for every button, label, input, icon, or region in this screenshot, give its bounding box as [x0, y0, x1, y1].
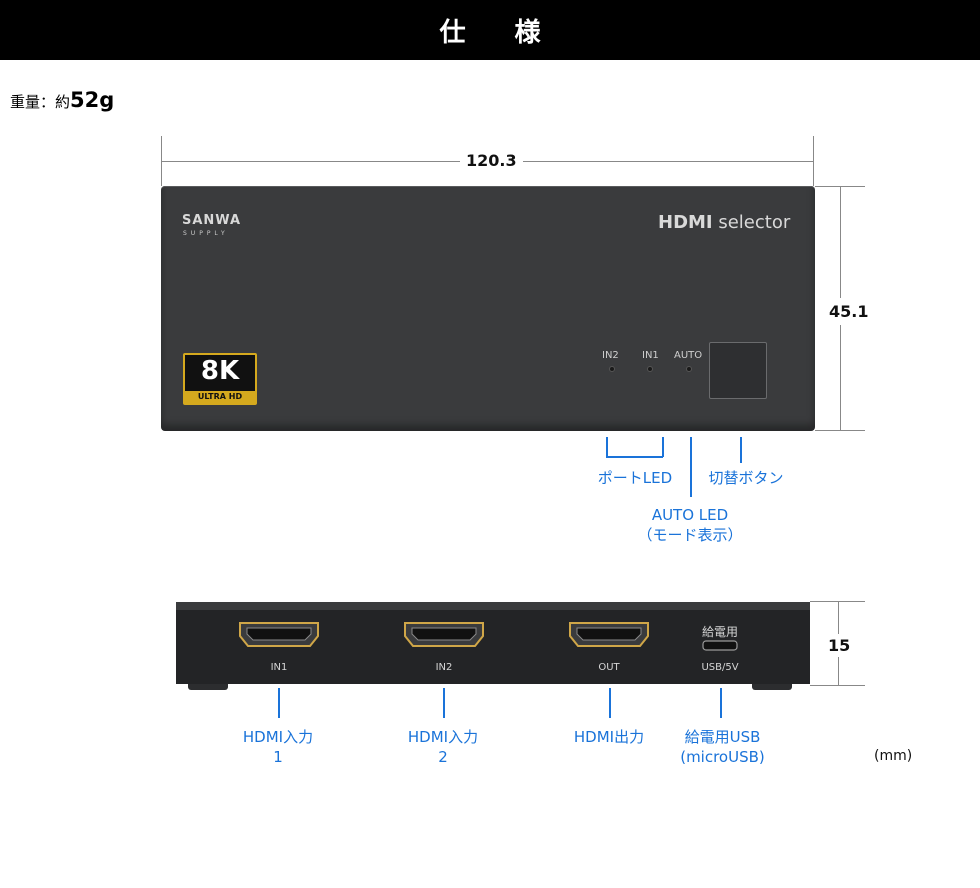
- led-auto: [686, 366, 692, 372]
- 8k-badge: 8K ULTRA HD: [183, 353, 257, 405]
- led-in2: [609, 366, 615, 372]
- rear-label-out: OUT: [598, 662, 620, 673]
- hdmi-port-in2: [404, 622, 484, 647]
- header-bar: 仕 様: [0, 0, 980, 60]
- weight-spec: 重量：約 52g: [10, 88, 114, 112]
- callout-usb-power-line2: (microUSB): [680, 748, 765, 766]
- callout-hdmi-in1-line1: HDMI入力: [242, 728, 314, 746]
- weight-label: 重量：約: [10, 93, 71, 111]
- rubber-foot-right: [752, 684, 792, 690]
- led-in1: [647, 366, 653, 372]
- switch-button-leader: [740, 437, 742, 463]
- height-value: 45.1: [827, 298, 871, 325]
- port-led-bracket-bottom: [606, 456, 663, 458]
- callout-usb-power: 給電用USB (microUSB): [660, 727, 785, 767]
- micro-usb-port: [702, 640, 738, 651]
- brand-logo: SANWA: [182, 213, 242, 228]
- rear-label-usb: USB/5V: [701, 662, 739, 673]
- out-leader: [609, 688, 611, 718]
- led-label-auto: AUTO: [674, 350, 703, 361]
- port-led-bracket-left: [606, 437, 608, 457]
- hdmi-port-out: [569, 622, 649, 647]
- led-label-in2: IN2: [602, 350, 619, 361]
- product-name-bold: HDMI: [658, 212, 713, 233]
- 8k-badge-sub: ULTRA HD: [185, 391, 255, 403]
- 8k-badge-main: 8K: [200, 356, 240, 386]
- rubber-foot-left: [188, 684, 228, 690]
- product-name: HDMI selector: [658, 212, 790, 233]
- width-ext-right: [813, 136, 814, 186]
- page-title: 仕 様: [439, 17, 561, 48]
- in1-leader: [278, 688, 280, 718]
- usb-leader: [720, 688, 722, 718]
- callout-hdmi-in1-line2: 1: [273, 748, 283, 766]
- rear-label-in1: IN1: [270, 662, 288, 673]
- depth-value: 15: [826, 634, 853, 657]
- rear-label-power: 給電用: [701, 625, 738, 639]
- hdmi-port-in1: [239, 622, 319, 647]
- callout-usb-power-line1: 給電用USB: [684, 728, 761, 746]
- callout-hdmi-in2: HDMI入力 2: [393, 727, 493, 767]
- callout-port-led: ポートLED: [597, 469, 673, 487]
- callout-hdmi-in2-line2: 2: [438, 748, 448, 766]
- callout-auto-led-line1: AUTO LED: [651, 506, 729, 524]
- led-label-in1: IN1: [642, 350, 659, 361]
- brand-logo-sub: SUPPLY: [183, 230, 229, 237]
- switch-button: [709, 342, 767, 399]
- callout-auto-led-line2: （モード表示）: [637, 526, 743, 544]
- callout-hdmi-in2-line1: HDMI入力: [407, 728, 479, 746]
- auto-led-leader: [690, 437, 692, 497]
- depth-ext-bottom: [810, 685, 865, 686]
- in2-leader: [443, 688, 445, 718]
- callout-hdmi-in1: HDMI入力 1: [228, 727, 328, 767]
- weight-value: 52g: [70, 88, 115, 112]
- callout-auto-led: AUTO LED （モード表示）: [630, 505, 750, 545]
- unit-label: (mm): [874, 748, 913, 764]
- width-value: 120.3: [460, 151, 523, 170]
- depth-ext-top: [810, 601, 865, 602]
- callout-hdmi-out: HDMI出力: [573, 728, 645, 746]
- port-led-bracket-right: [662, 437, 664, 457]
- callout-switch-button: 切替ボタン: [708, 469, 784, 487]
- device-rear-top-edge: [176, 602, 810, 610]
- height-ext-bottom: [815, 430, 865, 431]
- rear-label-in2: IN2: [435, 662, 453, 673]
- product-name-rest: selector: [712, 212, 791, 233]
- device-front-panel: [161, 186, 815, 431]
